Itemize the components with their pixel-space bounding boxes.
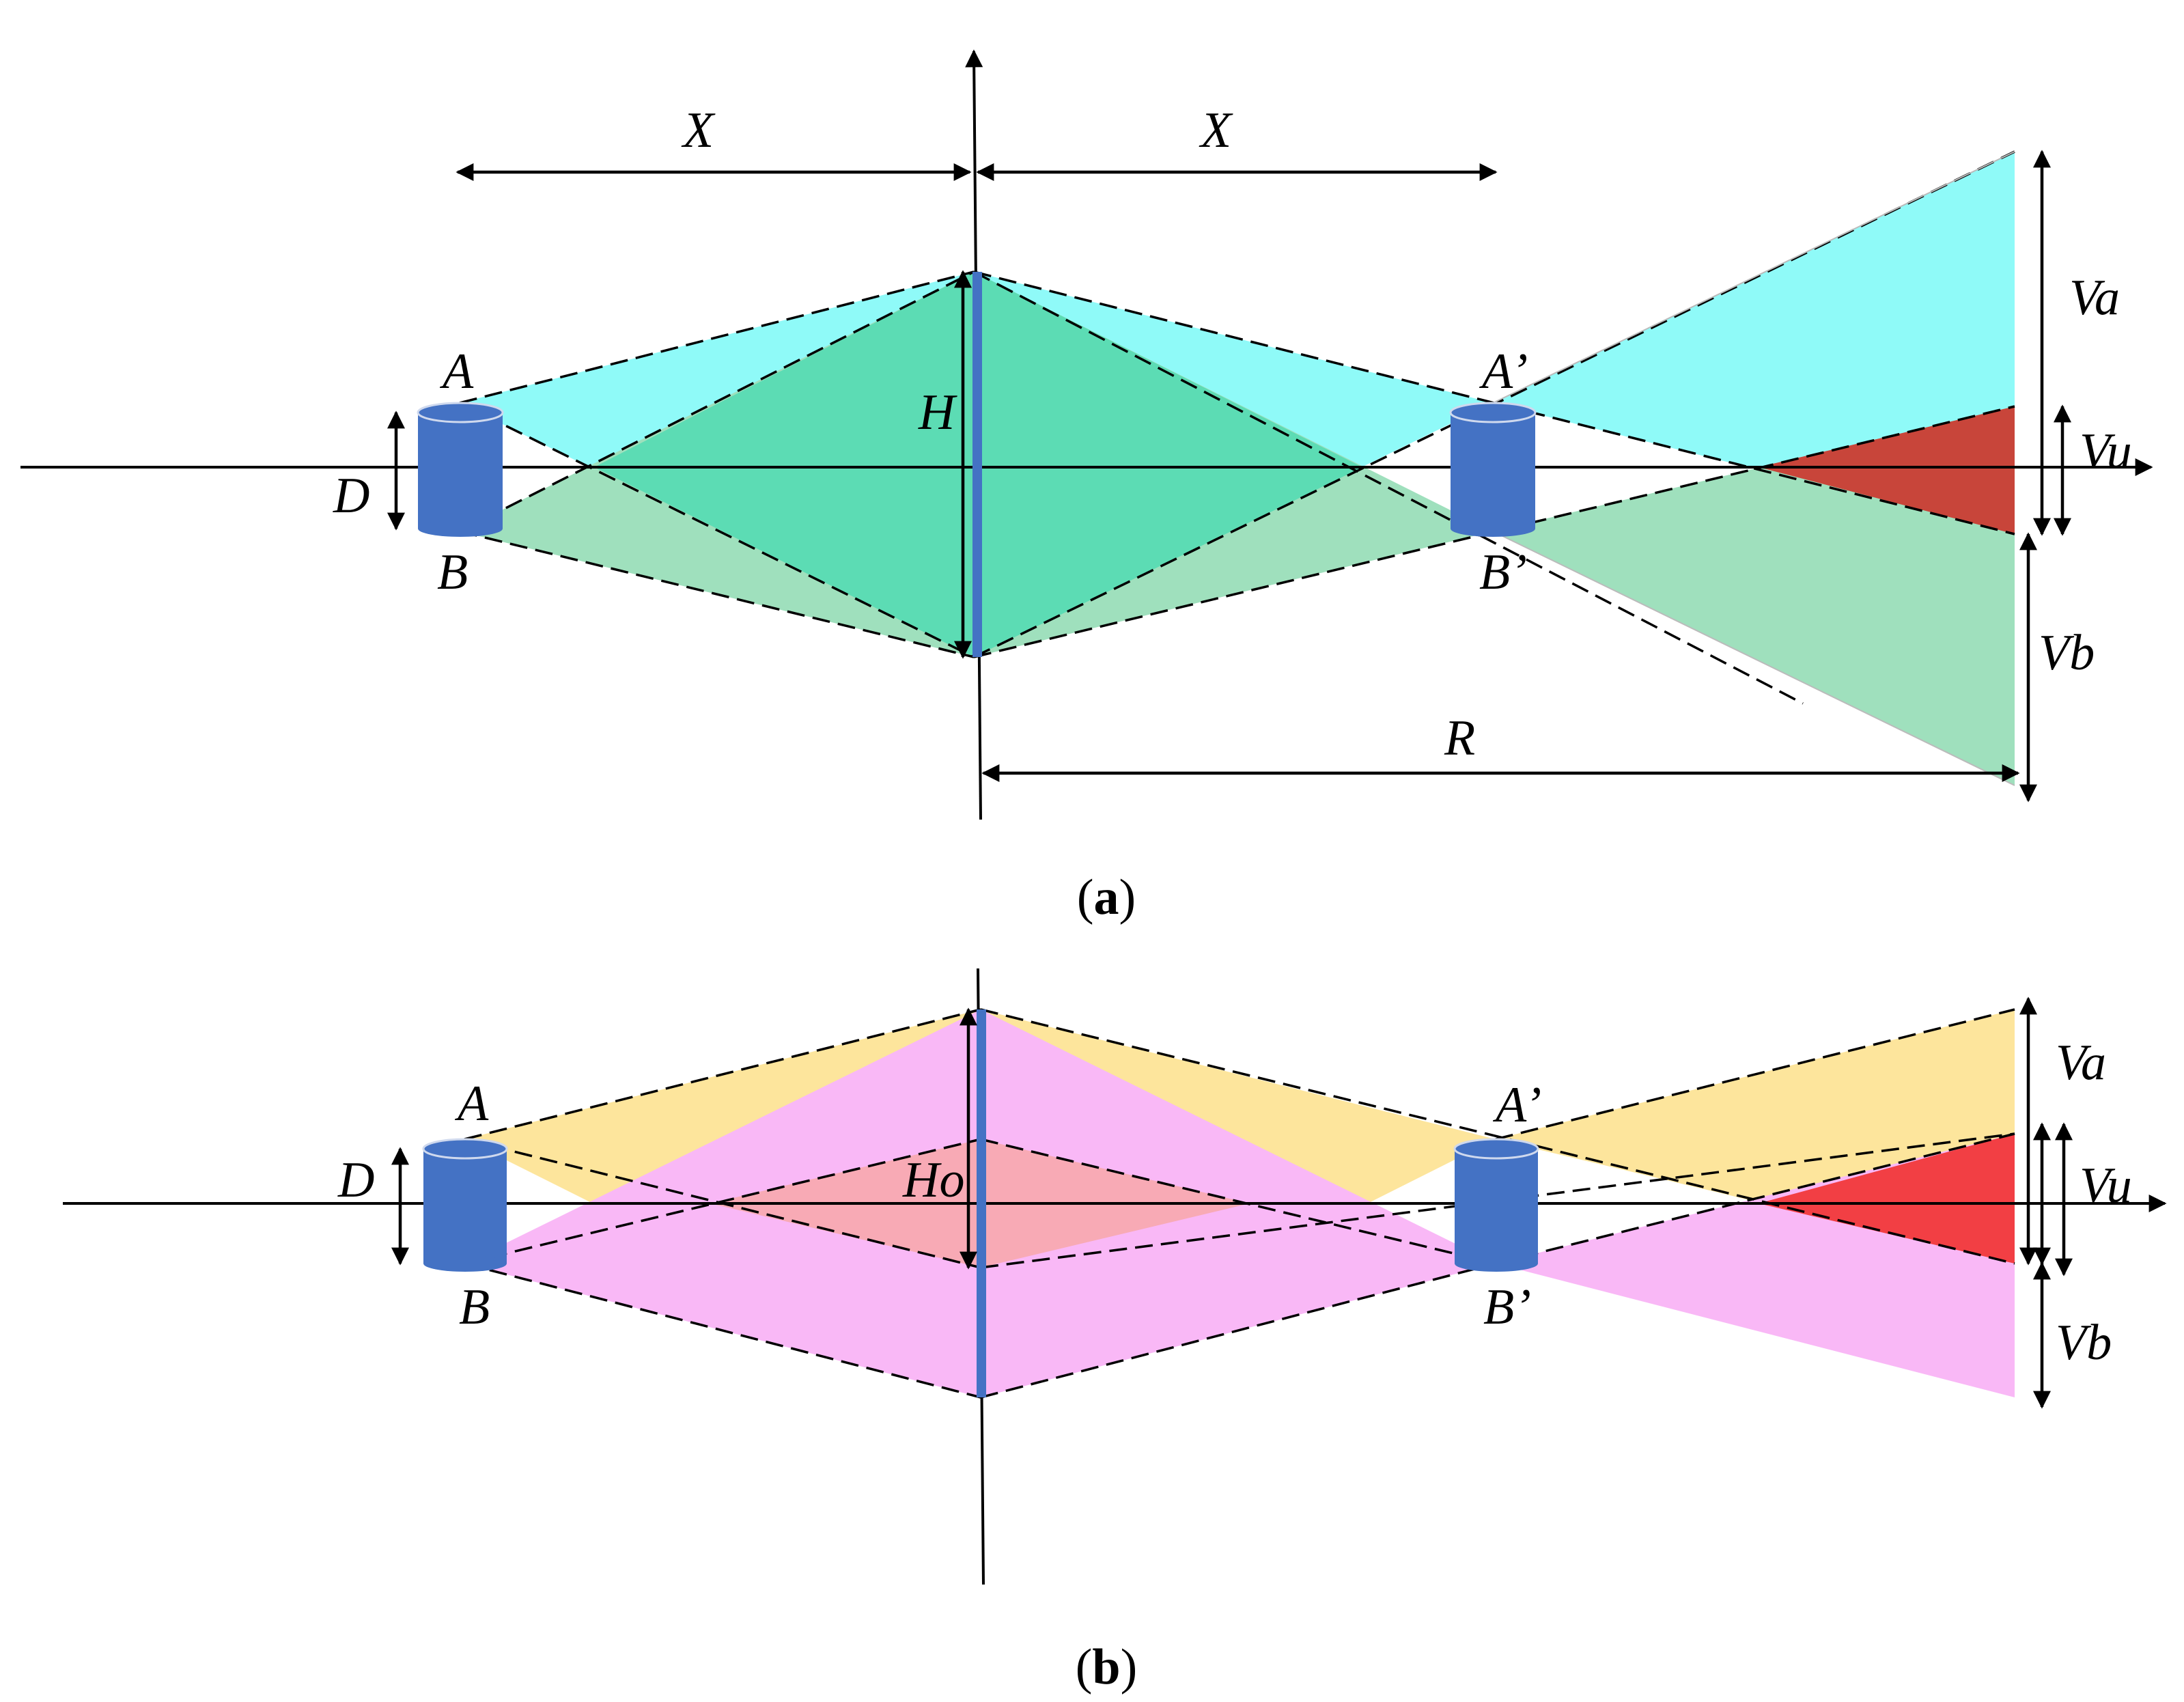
panel-a-r-label: R	[1444, 710, 1475, 766]
panel-a-a-prime-label: A’	[1479, 344, 1528, 400]
panel-a-lens	[972, 272, 982, 657]
panel-a-a-label: A	[439, 344, 474, 400]
panel-a-lower-region-right	[974, 272, 2015, 785]
panel-b: Ho D A B A’ B’ Va Vu Vb (b)	[63, 968, 2167, 1695]
panel-b-vb-label: Vb	[2056, 1315, 2112, 1371]
panel-b-d-label: D	[337, 1152, 374, 1208]
panel-b-a-prime-label: A’	[1492, 1077, 1541, 1133]
panel-a-b-label: B	[437, 544, 468, 600]
panel-a-vu-region	[1759, 406, 2015, 534]
panel-a-left-cylinder	[417, 402, 504, 537]
panel-a-x-right-label: X	[1199, 102, 1233, 158]
panel-a-h-label: H	[918, 385, 957, 441]
panel-b-upper-region-right	[981, 1009, 2015, 1397]
panel-b-va-label: Va	[2056, 1035, 2106, 1091]
panel-b-a-label: A	[454, 1076, 489, 1132]
panel-b-right-cylinder	[1453, 1138, 1539, 1272]
panel-b-caption: (b)	[1076, 1639, 1137, 1695]
panel-a-fan-edge-top	[1492, 151, 2015, 404]
panel-a-caption: (a)	[1077, 869, 1136, 925]
panel-b-vu-region	[1759, 1134, 2015, 1264]
panel-a-x-left-label: X	[681, 102, 716, 158]
panel-a-overlap-region-right	[974, 272, 1362, 657]
panel-a-va-label: Va	[2069, 270, 2120, 326]
panel-b-vu-label: Vu	[2080, 1158, 2132, 1214]
panel-b-lens	[977, 1009, 986, 1397]
panel-a-vu-label: Vu	[2080, 423, 2132, 479]
panel-b-b-prime-label: B’	[1483, 1279, 1531, 1335]
panel-a-vb-label: Vb	[2039, 625, 2095, 681]
panel-b-ho-label: Ho	[902, 1152, 964, 1208]
panel-a-fan-edge-bottom	[1492, 531, 2015, 786]
panel-b-left-cylinder	[422, 1138, 508, 1272]
panel-a-d-label: D	[333, 468, 369, 524]
panel-b-lower-region-right	[981, 1009, 2015, 1397]
panel-a-right-cylinder	[1449, 402, 1537, 537]
panel-b-b-label: B	[459, 1279, 490, 1335]
panel-a: X X H D A B A’ B’ Va Vu Vb R (a)	[20, 49, 2153, 925]
panel-a-b-prime-label: B’	[1479, 544, 1527, 600]
panel-a-rays	[459, 150, 2015, 705]
panel-a-overlap-region-left	[594, 272, 974, 657]
